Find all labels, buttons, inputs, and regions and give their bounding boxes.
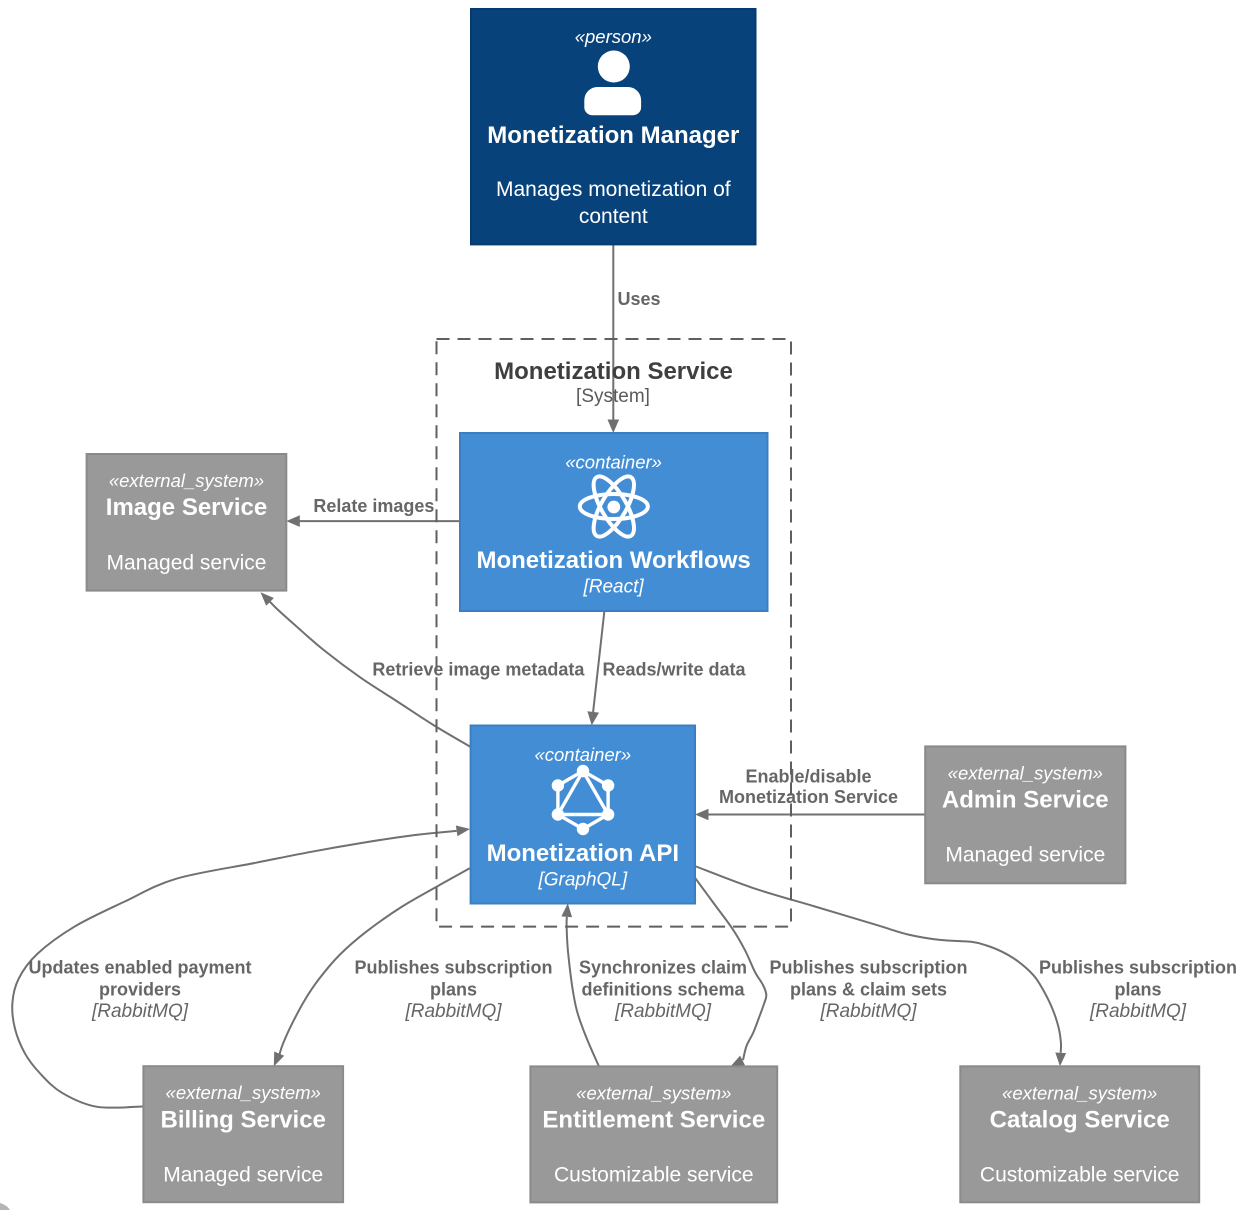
svg-text:Admin Service: Admin Service: [942, 787, 1109, 814]
svg-text:«external_system»: «external_system»: [576, 1082, 731, 1103]
svg-text:Monetization Service: Monetization Service: [719, 787, 898, 807]
svg-text:Publishes subscription: Publishes subscription: [769, 958, 967, 978]
svg-text:Monetization Manager: Monetization Manager: [487, 122, 739, 149]
svg-text:«external_system»: «external_system»: [1002, 1082, 1157, 1103]
svg-text:[RabbitMQ]: [RabbitMQ]: [1089, 1001, 1187, 1022]
svg-text:[React]: [React]: [582, 577, 644, 598]
svg-text:Monetization API: Monetization API: [487, 840, 679, 867]
svg-text:«external_system»: «external_system»: [109, 470, 264, 491]
svg-text:[RabbitMQ]: [RabbitMQ]: [819, 1001, 917, 1022]
svg-text:content: content: [579, 205, 648, 228]
svg-text:Image Service: Image Service: [106, 494, 267, 521]
svg-text:plans: plans: [1114, 980, 1161, 1000]
svg-text:Retrieve image metadata: Retrieve image metadata: [372, 660, 585, 680]
svg-text:definitions schema: definitions schema: [581, 980, 745, 1000]
svg-text:Publishes subscription: Publishes subscription: [1039, 958, 1237, 978]
svg-text:Publishes subscription: Publishes subscription: [354, 958, 552, 978]
svg-text:Monetization Service: Monetization Service: [494, 358, 733, 385]
svg-text:Manages monetization of: Manages monetization of: [496, 178, 731, 201]
svg-text:[RabbitMQ]: [RabbitMQ]: [404, 1001, 502, 1022]
svg-text:Entitlement Service: Entitlement Service: [542, 1107, 765, 1134]
svg-text:Managed service: Managed service: [163, 1164, 323, 1187]
svg-text:«container»: «container»: [565, 452, 662, 473]
svg-text:Monetization Workflows: Monetization Workflows: [476, 547, 750, 574]
svg-text:Customizable service: Customizable service: [980, 1164, 1180, 1187]
svg-text:«external_system»: «external_system»: [948, 762, 1103, 783]
svg-text:Uses: Uses: [617, 289, 660, 309]
svg-text:Managed service: Managed service: [107, 551, 267, 574]
svg-text:Customizable service: Customizable service: [554, 1164, 754, 1187]
svg-text:[System]: [System]: [576, 386, 650, 407]
svg-text:plans: plans: [430, 980, 477, 1000]
svg-text:[GraphQL]: [GraphQL]: [537, 869, 627, 890]
svg-text:providers: providers: [99, 980, 181, 1000]
svg-text:«person»: «person»: [575, 26, 652, 47]
svg-text:plans & claim sets: plans & claim sets: [790, 980, 947, 1000]
svg-text:Synchronizes claim: Synchronizes claim: [579, 958, 747, 978]
svg-text:[RabbitMQ]: [RabbitMQ]: [91, 1001, 189, 1022]
svg-text:Enable/disable: Enable/disable: [745, 766, 871, 786]
svg-text:Reads/write data: Reads/write data: [602, 660, 746, 680]
svg-text:Managed service: Managed service: [945, 844, 1105, 867]
svg-text:«container»: «container»: [534, 744, 631, 765]
svg-text:Catalog Service: Catalog Service: [990, 1107, 1170, 1134]
svg-text:Billing Service: Billing Service: [160, 1106, 325, 1133]
svg-text:[RabbitMQ]: [RabbitMQ]: [614, 1001, 712, 1022]
svg-text:Updates enabled payment: Updates enabled payment: [28, 958, 251, 978]
svg-text:Relate images: Relate images: [313, 496, 434, 516]
svg-text:«external_system»: «external_system»: [166, 1082, 321, 1103]
